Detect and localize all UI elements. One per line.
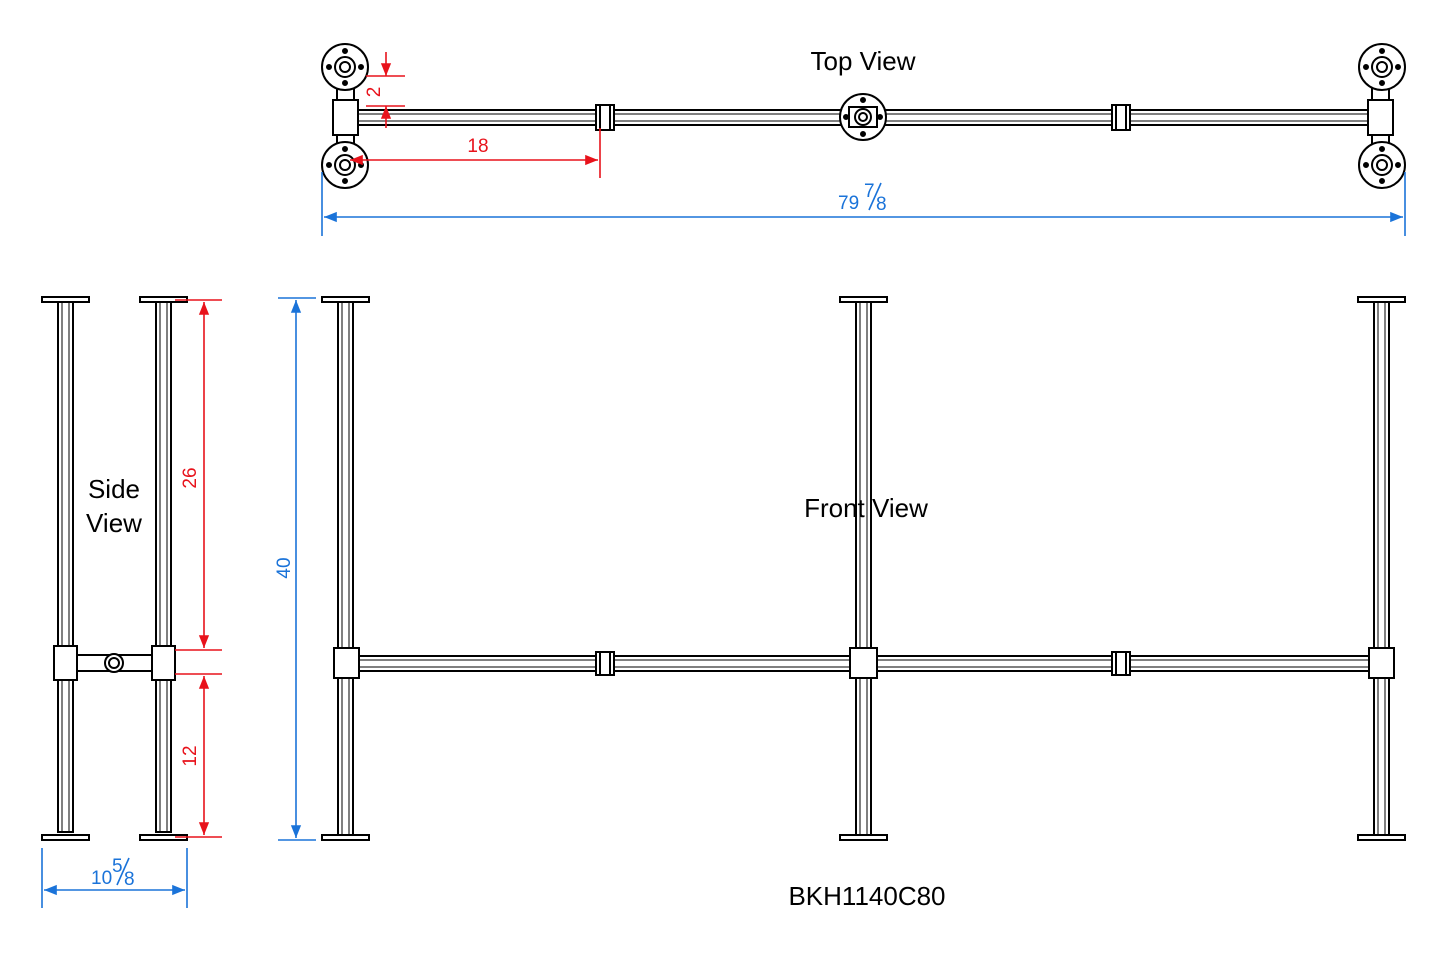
- side-view: [41, 296, 188, 841]
- model-number: BKH1140C80: [788, 881, 945, 911]
- svg-text:8: 8: [124, 869, 135, 890]
- dim-upper-leg-label: 26: [180, 467, 201, 488]
- side-flange-bottom-left: [41, 834, 90, 841]
- top-flange-center: [839, 93, 887, 141]
- top-flange-tl: [321, 43, 369, 91]
- svg-text:10: 10: [91, 868, 112, 889]
- dim-offset-label: 2: [364, 87, 385, 98]
- top-dim-offset: [366, 52, 405, 128]
- top-coupling-left: [595, 104, 615, 131]
- top-left-tee: [332, 99, 359, 136]
- dim-width-label: 10 5 8: [91, 856, 135, 890]
- dim-height-label: 40: [274, 557, 295, 578]
- front-coupling-left: [595, 651, 615, 676]
- top-coupling-right: [1111, 104, 1131, 131]
- front-flange-bottom-left: [321, 834, 370, 841]
- top-flange-bl: [321, 141, 369, 189]
- side-cross-fitting: [104, 653, 124, 673]
- front-flange-bottom-center: [839, 834, 888, 841]
- top-flange-tr: [1358, 43, 1406, 91]
- top-view-label: Top View: [810, 46, 915, 76]
- svg-text:5: 5: [112, 856, 123, 877]
- svg-text:7: 7: [864, 181, 875, 202]
- side-dim-lower: [175, 673, 222, 838]
- dim-segment-label: 18: [467, 136, 488, 157]
- front-view: [321, 296, 1406, 841]
- front-flange-bottom-right: [1357, 834, 1406, 841]
- dim-lower-leg-label: 12: [180, 745, 201, 766]
- svg-text:8: 8: [876, 194, 887, 215]
- side-dim-upper: [175, 299, 222, 651]
- front-coupling-right: [1111, 651, 1131, 676]
- top-view: [321, 43, 1406, 189]
- svg-text:79: 79: [838, 193, 859, 214]
- top-right-tee: [1367, 99, 1394, 136]
- top-dim-segment: [349, 128, 601, 178]
- front-view-label: Front View: [804, 493, 928, 523]
- side-view-label-line1: Side: [88, 474, 140, 504]
- top-dim-total: [321, 172, 1406, 236]
- top-flange-br: [1358, 141, 1406, 189]
- front-dim-height: [278, 297, 316, 841]
- side-view-label-line2: View: [86, 508, 142, 538]
- dim-total-label: 79 7 8: [838, 181, 887, 215]
- side-dim-width: [41, 848, 188, 908]
